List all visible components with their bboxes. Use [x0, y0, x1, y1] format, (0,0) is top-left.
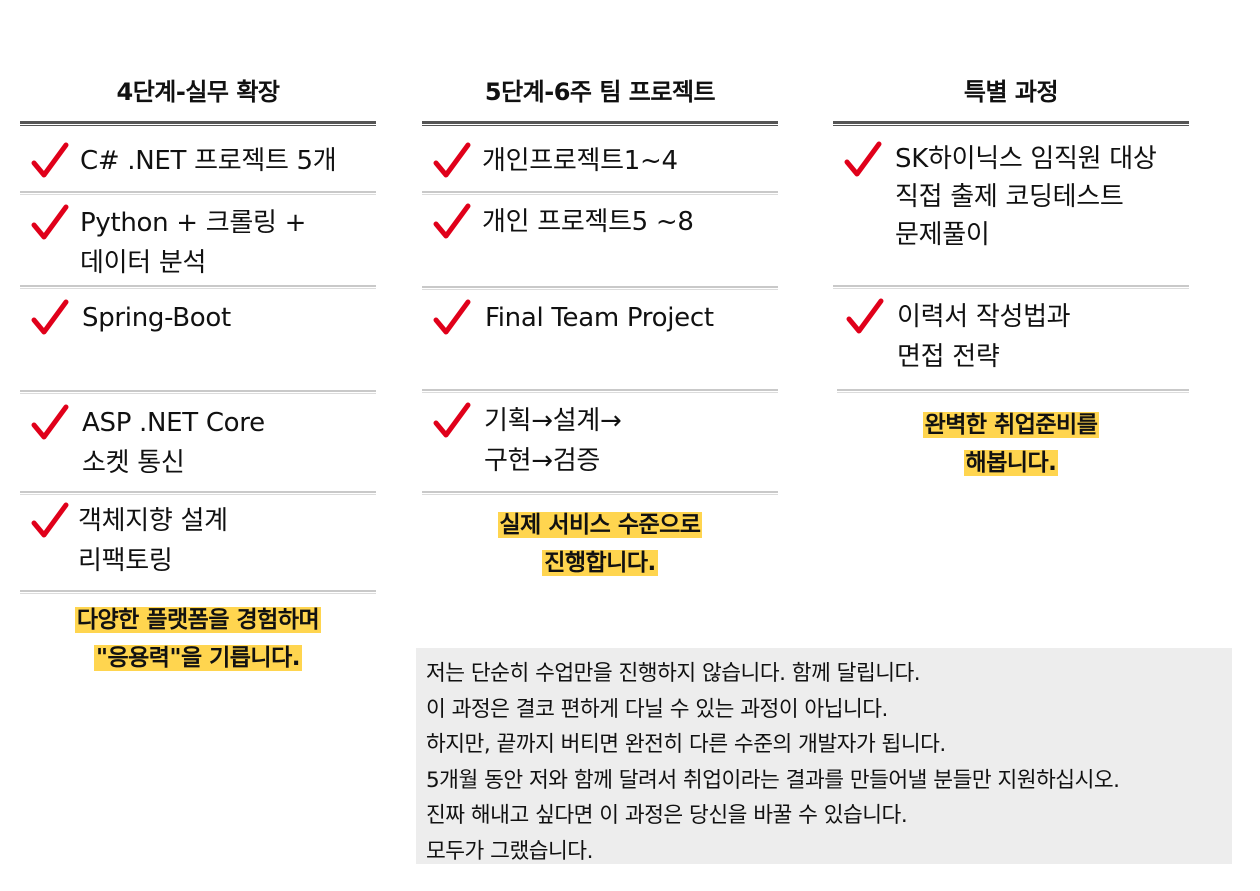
item-text: Final Team Project [485, 303, 714, 333]
checkmark-icon [30, 298, 70, 338]
item-divider [20, 390, 376, 394]
item-text: 기획→설계→구현→검증 [484, 406, 622, 476]
item-divider [422, 491, 778, 495]
checkmark-icon [30, 403, 70, 443]
checkmark-icon [432, 401, 472, 441]
highlight-note: 실제 서비스 수준으로 진행합니다. [497, 512, 703, 576]
item-text: Spring-Boot [82, 303, 231, 333]
checkmark-icon [30, 141, 70, 181]
checkmark-icon [432, 298, 472, 338]
message-line: 모두가 그랬습니다. [426, 838, 593, 864]
message-line: 5개월 동안 저와 함께 달려서 취업이라는 결과를 만들어낼 분들만 지원하십… [426, 767, 1120, 793]
highlight-note: 완벽한 취업준비를 해봅니다. [922, 412, 1100, 476]
item-divider [20, 491, 376, 495]
column-title: 4단계-실무 확장 [116, 78, 281, 106]
message-line: 저는 단순히 수업만을 진행하지 않습니다. 함께 달립니다. [426, 661, 921, 686]
item-text: 개인프로젝트1~4 [482, 146, 678, 176]
header-divider [20, 121, 376, 126]
item-text: C# .NET 프로젝트 5개 [80, 146, 337, 176]
checkmark-icon [845, 297, 885, 337]
checkmark-icon [30, 203, 70, 243]
checkmark-icon [432, 202, 472, 242]
checkmark-icon [843, 140, 883, 180]
item-text: Python + 크롤링 +데이터 분석 [80, 208, 307, 278]
item-divider [20, 285, 376, 289]
checkmark-icon [30, 501, 70, 541]
column-title: 5단계-6주 팀 프로젝트 [484, 78, 716, 106]
item-divider [422, 286, 778, 290]
item-divider [20, 590, 376, 594]
item-divider [20, 191, 376, 195]
item-text: 개인 프로젝트5 ~8 [482, 207, 694, 237]
item-divider [422, 389, 778, 393]
header-divider [422, 121, 778, 126]
highlight-note: 다양한 플랫폼을 경험하며 "응용력"을 기릅니다. [74, 607, 322, 671]
checkmark-icon [432, 141, 472, 181]
message-line: 하지만, 끝까지 버티면 완전히 다른 수준의 개발자가 됩니다. [426, 732, 946, 757]
instructor-message-box: 저는 단순히 수업만을 진행하지 않습니다. 함께 달립니다. 이 과정은 결코… [416, 648, 1232, 864]
item-divider [422, 191, 778, 195]
item-divider [833, 285, 1189, 289]
item-divider [837, 389, 1189, 393]
message-line: 진짜 해내고 싶다면 이 과정은 당신을 바꿀 수 있습니다. [426, 803, 908, 828]
header-divider [833, 121, 1189, 126]
message-line: 이 과정은 결코 편하게 다닐 수 있는 과정이 아닙니다. [426, 696, 888, 722]
column-title: 특별 과정 [963, 78, 1059, 106]
